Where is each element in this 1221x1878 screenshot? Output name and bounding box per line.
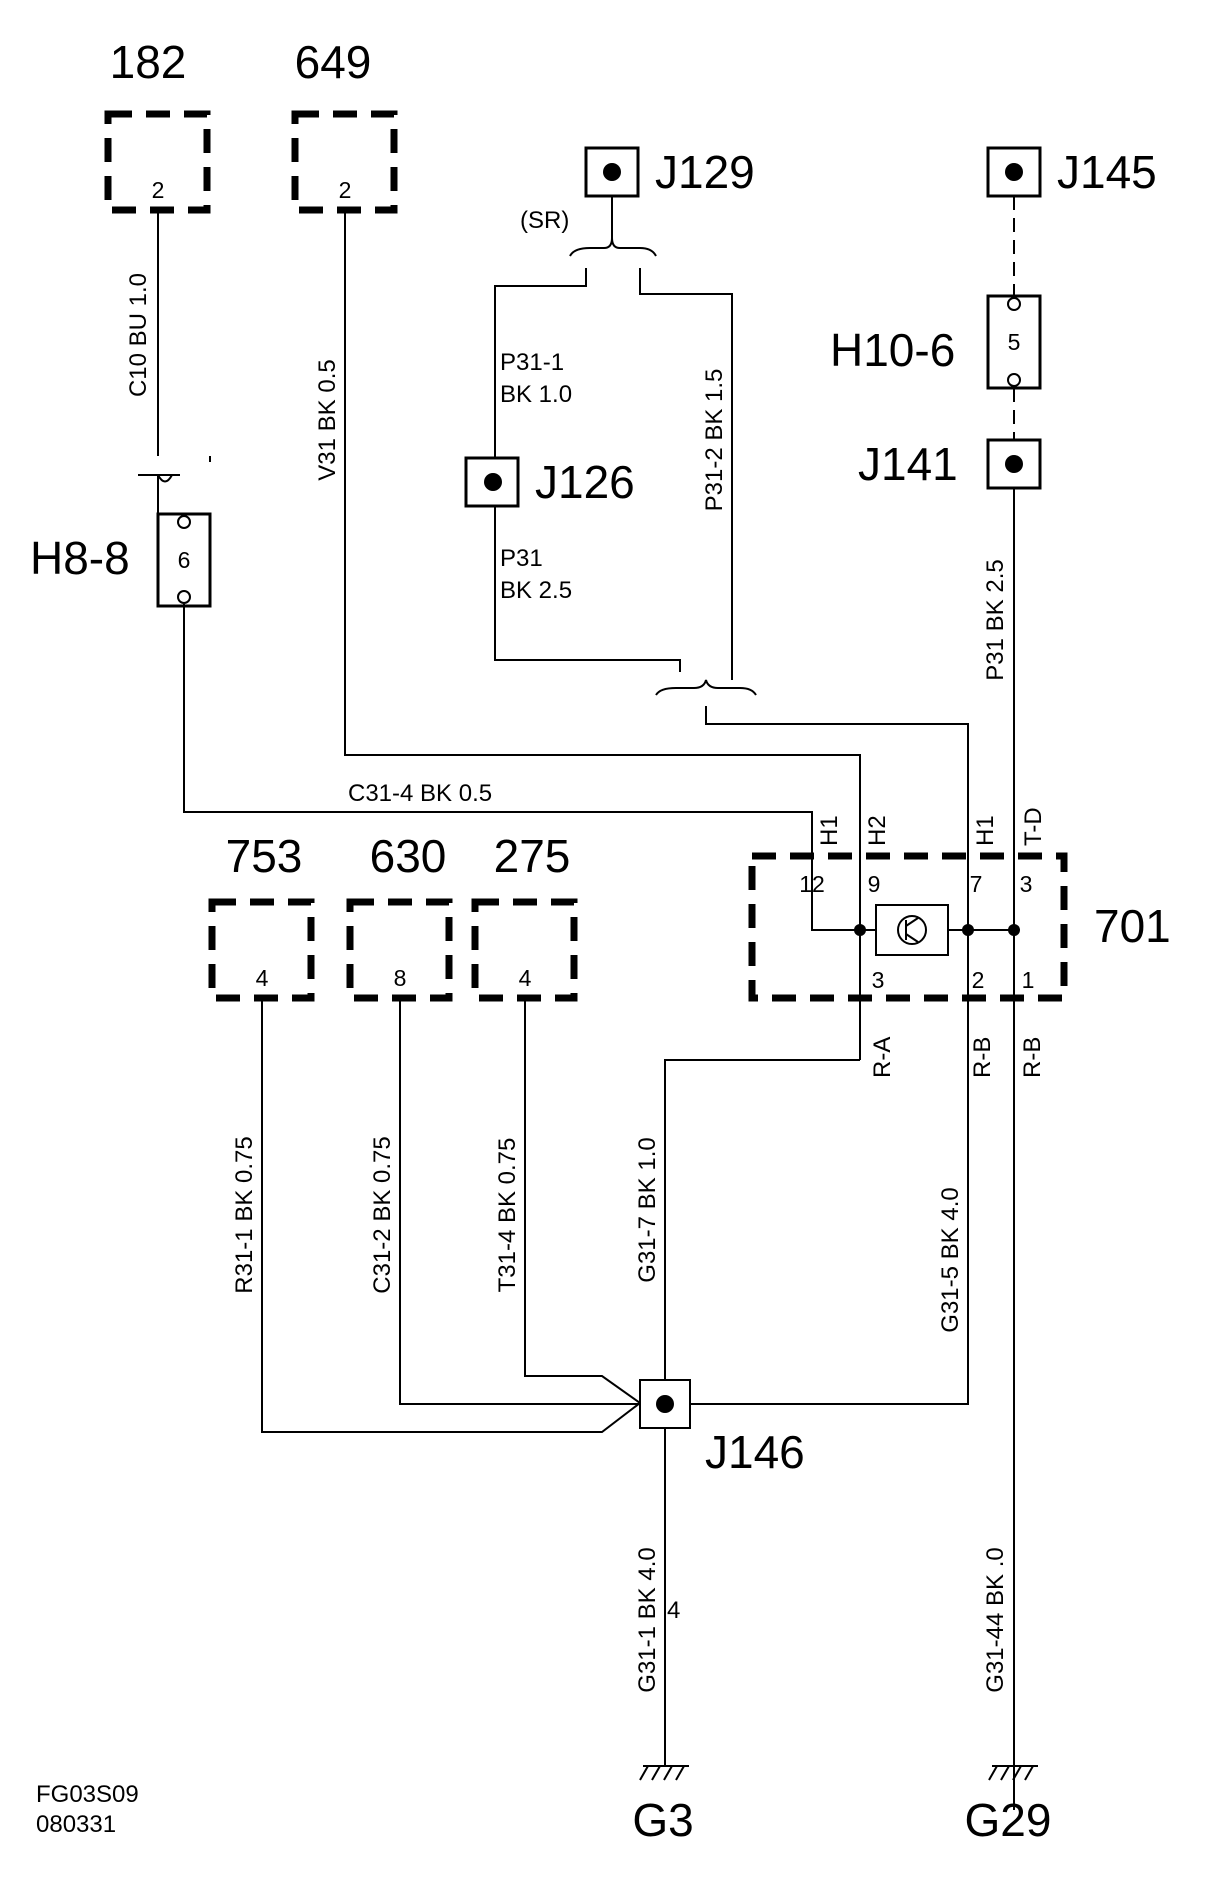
connector-h10-bottom-terminal [1007,373,1021,387]
component-701-pin-12: 12 [799,871,825,897]
component-701-bottom-label-ra: R-A [869,1037,896,1078]
component-701-pin-7: 7 [970,871,983,897]
junction-j141-label: J141 [858,438,958,490]
connector-h8-bottom-terminal [177,590,191,604]
component-275-label: 275 [494,830,571,882]
component-701-pin-2: 2 [972,967,985,993]
wire-v31 [344,210,861,930]
component-701-terminal-td: T-D [1020,807,1047,846]
splice-sr-label: (SR) [520,207,569,234]
wire-r31-1-label: R31-1 BK 0.75 [231,1136,258,1293]
component-701-terminal-h1a: H1 [816,815,843,846]
component-701-terminal-h1b: H1 [972,815,999,846]
component-182-pin: 2 [152,177,165,203]
wire-t31-4 [524,998,641,1404]
wire-r31-1 [261,998,641,1433]
connector-h10-box [986,294,1042,390]
wire-g31-7-label: G31-7 BK 1.0 [634,1137,661,1282]
connector-h10-pin: 5 [1008,329,1021,355]
connector-h10-top-terminal [1007,297,1021,311]
splice-j129-bracket [569,237,657,257]
component-701-terminal-h2: H2 [864,815,891,846]
connector-h8-top-terminal [177,515,191,529]
wire-g31-1-pin: 4 [667,1597,680,1624]
junction-j145-dot [1005,163,1023,181]
wire-p31-right-label: P31 BK 2.5 [982,559,1009,680]
wire-splice-to-701 [705,706,969,930]
wire-c10-label: C10 BU 1.0 [125,273,152,397]
wire-p31-1-label-b: BK 1.0 [500,381,572,408]
splice-lower-bracket [655,679,757,696]
component-701-pin-9: 9 [868,871,881,897]
junction-j126-dot [484,473,502,491]
transistor-icon [897,915,927,945]
diagram-date: 080331 [36,1811,116,1838]
connector-h8-split [138,474,180,518]
component-701-node-b [962,924,974,936]
wire-p31-1-label-a: P31-1 [500,349,564,376]
ground-g29-label: G29 [965,1794,1052,1846]
connector-h10-label: H10-6 [830,324,955,376]
component-701-transistor-box [875,904,949,956]
junction-j129-label: J129 [655,146,755,198]
component-701-pin-3-bottom: 3 [872,967,885,993]
wire-c31-4 [183,604,813,930]
component-701-pin-1: 1 [1022,967,1035,993]
transistor-symbol [905,917,919,943]
component-182-label: 182 [110,36,187,88]
component-649-pin: 2 [339,177,352,203]
junction-j146-label: J146 [705,1426,805,1478]
component-630-pin: 8 [394,965,407,991]
connector-h8-label: H8-8 [30,532,130,584]
junction-j126-label: J126 [535,456,635,508]
component-701-pin-3-top: 3 [1020,871,1033,897]
junction-j146-dot [656,1395,674,1413]
wire-t31-4-label: T31-4 BK 0.75 [494,1138,521,1293]
wire-g31-1-label: G31-1 BK 4.0 [634,1547,661,1692]
wire-c31-4-label: C31-4 BK 0.5 [348,780,492,807]
component-649-label: 649 [295,36,372,88]
diagram-code: FG03S09 [36,1781,139,1808]
wire-c31-2-label: C31-2 BK 0.75 [369,1136,396,1293]
component-701-label: 701 [1094,900,1171,952]
wire-v31-label: V31 BK 0.5 [314,359,341,480]
wire-c31-2 [399,998,640,1405]
component-275-pin: 4 [519,965,532,991]
component-701-bottom-label-rb2: R-B [1019,1037,1046,1078]
wire-g31-44-label: G31-44 BK .0 [982,1547,1009,1692]
junction-j141-dot [1005,455,1023,473]
component-630-label: 630 [370,830,447,882]
wire-g31-7 [664,1059,860,1382]
ground-g3-icon [639,1760,689,1781]
junction-j145-label: J145 [1057,146,1157,198]
junction-j129-dot [603,163,621,181]
ground-g29-icon [988,1765,1038,1810]
component-753-pin: 4 [256,965,269,991]
component-701-box [748,852,1068,1002]
component-701-node-a [854,924,866,936]
wire-g31-5-label: G31-5 BK 4.0 [937,1187,964,1332]
wire-p31-label-a: P31 [500,545,543,572]
component-701-int-wire-a [811,900,860,931]
junction-j146-box [639,1379,691,1429]
component-701-bottom-label-rb1: R-B [969,1037,996,1078]
component-753-label: 753 [226,830,303,882]
wire-g31-5 [690,1390,969,1405]
wire-p31-label-b: BK 2.5 [500,577,572,604]
connector-h8-pin: 6 [178,547,191,573]
ground-g3-label: G3 [632,1794,693,1846]
wire-p31-2-label: P31-2 BK 1.5 [701,369,728,512]
wire-p31-2 [639,268,733,680]
